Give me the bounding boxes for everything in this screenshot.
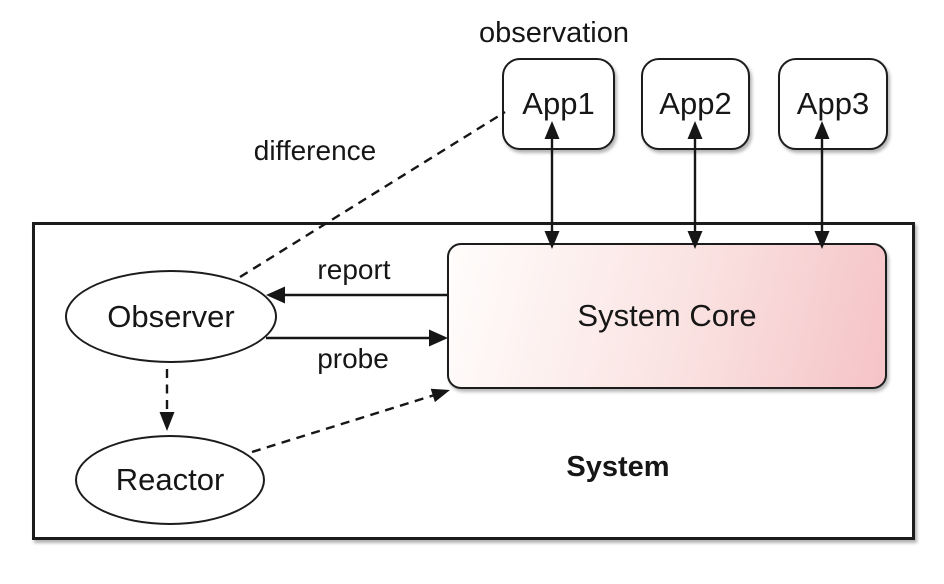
probe-label: probe — [317, 343, 389, 374]
observer-node: Observer — [65, 270, 277, 363]
report-label: report — [317, 254, 391, 285]
app3-label: App3 — [796, 86, 870, 121]
app2-label: App2 — [659, 86, 732, 121]
app1-label: App1 — [522, 86, 595, 121]
system-label: System — [566, 451, 670, 483]
system-core-label: System Core — [577, 298, 757, 333]
reactor-node: Reactor — [75, 435, 265, 525]
difference-label: difference — [253, 135, 377, 166]
app3-box: App3 — [778, 58, 888, 150]
observer-label: Observer — [107, 298, 235, 334]
system-core-box: System Core — [447, 243, 887, 389]
reactor-label: Reactor — [115, 462, 225, 497]
observation-label: observation — [479, 17, 629, 49]
app1-box: App1 — [502, 58, 615, 150]
app2-box: App2 — [641, 58, 750, 150]
